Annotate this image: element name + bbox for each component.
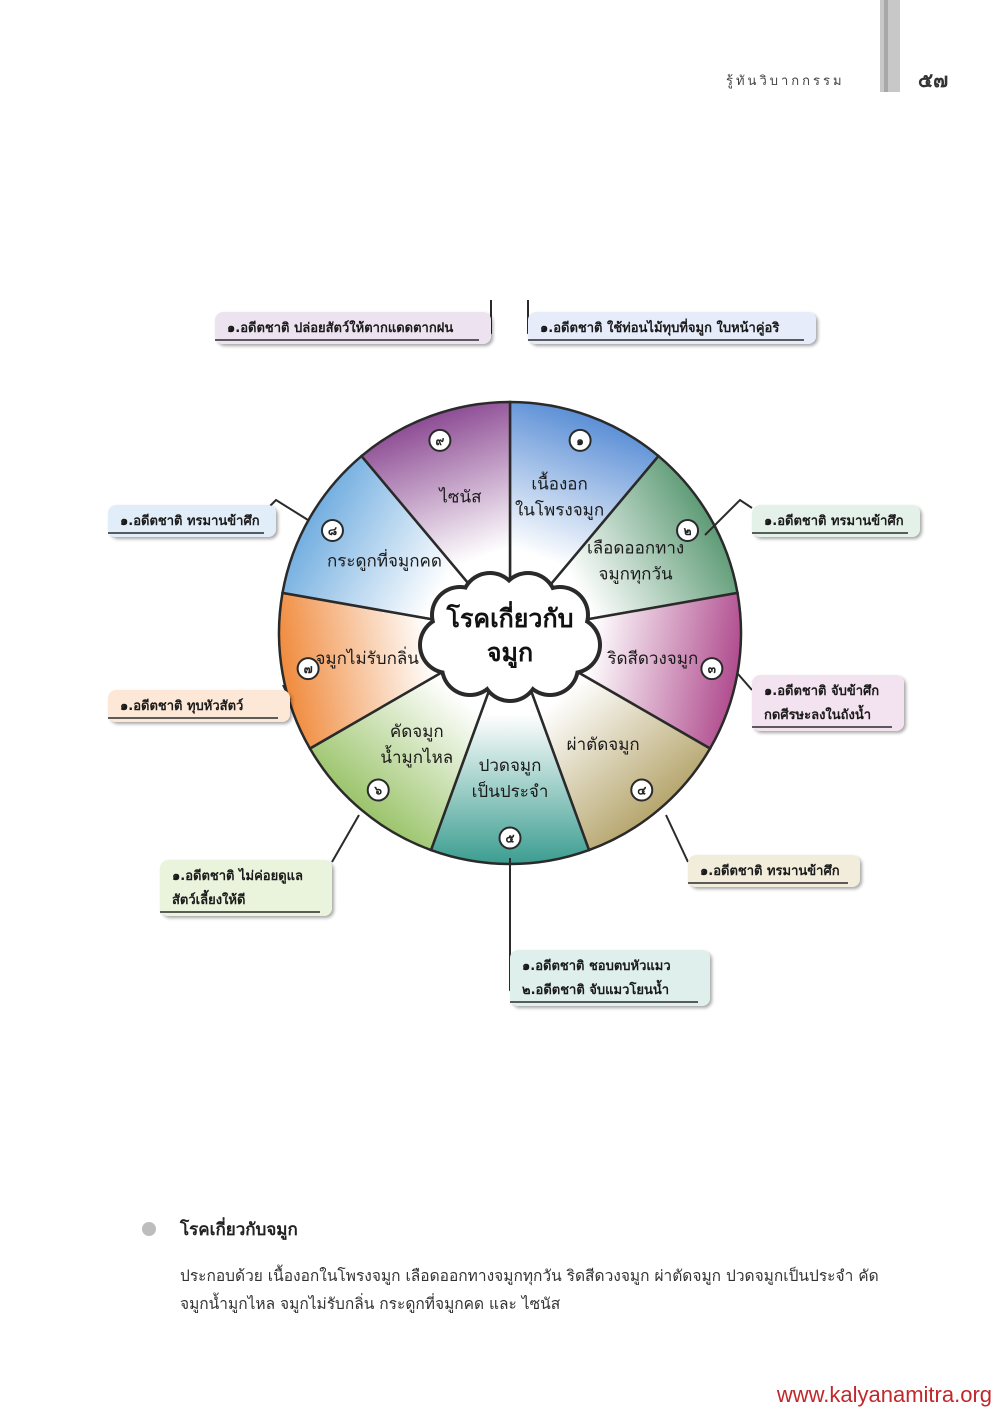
- karma-connector-line: [704, 498, 753, 536]
- bullet-icon: [142, 1222, 156, 1236]
- svg-text:๖: ๖: [373, 784, 382, 798]
- segment-label: กระดูกที่จมูกคด: [327, 549, 442, 572]
- karma-label-2: ๑.อดีตชาติ ทรมานข้าศึก: [752, 505, 920, 537]
- segment-number-badge: ๘: [320, 519, 344, 542]
- svg-text:๔: ๔: [637, 784, 646, 798]
- wheel-segment-1: ๑เนื้องอกในโพรงจมูก: [508, 400, 661, 637]
- karma-label-text: ๑.อดีตชาติ ปล่อยสัตว์ให้ตากแดดตากฝน: [227, 319, 453, 336]
- center-cloud: [418, 571, 602, 703]
- section-title: โรคเกี่ยวกับจมูก: [180, 1220, 298, 1240]
- svg-text:๒: ๒: [684, 524, 692, 538]
- segment-number-badge: ๕: [498, 826, 522, 850]
- karma-label-7: ๑.อดีตชาติ ทุบหัวสัตว์: [108, 690, 290, 722]
- segment-number-badge: ๒: [676, 519, 700, 542]
- section-body: ประกอบด้วย เนื้องอกในโพรงจมูก เลือดออกทา…: [180, 1267, 879, 1313]
- segment-label: จมูกทุกวัน: [599, 565, 674, 585]
- svg-text:๙: ๙: [435, 434, 444, 448]
- karma-label-text: ๑.อดีตชาติ ชอบตบหัวแมว: [522, 958, 671, 974]
- karma-label-6: ๑.อดีตชาติ ไม่ค่อยดูแลสัตว์เลี้ยงให้ดี: [160, 860, 332, 916]
- karma-label-text: ๑.อดีตชาติ ใช้ท่อนไม้ทุบที่จมูก ใบหน้าคู…: [540, 318, 779, 336]
- karma-connector-line: [665, 814, 689, 863]
- svg-text:๑: ๑: [576, 434, 584, 448]
- segment-label: เลือดออกทาง: [587, 539, 684, 559]
- segment-number-badge: ๖: [366, 778, 390, 802]
- page-number: ๕๗: [918, 68, 949, 92]
- svg-text:๕: ๕: [505, 832, 514, 846]
- karma-label-text: ๑.อดีตชาติ ไม่ค่อยดูแล: [172, 867, 303, 884]
- svg-text:๘: ๘: [328, 524, 337, 538]
- karma-label-4: ๑.อดีตชาติ ทรมานข้าศึก: [688, 855, 860, 887]
- footer-url[interactable]: www.kalyanamitra.org: [776, 1382, 992, 1407]
- segment-number-badge: ๓: [700, 657, 724, 681]
- wheel-segment-5: ๕ ปวดจมูกเป็นประจำ: [429, 629, 591, 866]
- karma-label-text: ๒.อดีตชาติ จับแมวโยนน้ำ: [522, 979, 669, 998]
- segment-label: เนื้องอก: [531, 472, 587, 495]
- karma-label-text: ๑.อดีตชาติ ทรมานข้าศึก: [700, 863, 840, 879]
- karma-label-8: ๑.อดีตชาติ ทรมานข้าศึก: [108, 505, 276, 537]
- running-title: รู้ทันวิบากกรรม: [726, 74, 845, 89]
- karma-label-text: ๑.อดีตชาติ จับข้าศึก: [764, 683, 879, 699]
- karma-label-text: ๑.อดีตชาติ ทรมานข้าศึก: [764, 513, 904, 529]
- segment-label: เป็นประจำ: [472, 780, 549, 802]
- segment-label: น้ำมูกไหล: [380, 745, 453, 768]
- karma-connector-line: [267, 498, 309, 521]
- segment-label: ริดสีดวงจมูก: [606, 649, 698, 669]
- nose-disease-wheel-diagram: ๑เนื้องอกในโพรงจมูก๒เลือดออกทางจมูกทุกวั…: [108, 300, 920, 1006]
- segment-number-badge: ๙: [428, 428, 452, 452]
- segment-label: ไซนัส: [437, 487, 482, 508]
- header-tab-stripe: [884, 0, 888, 92]
- svg-text:๗: ๗: [304, 662, 313, 676]
- segment-label: คัดจมูก: [390, 722, 444, 742]
- center-title: จมูก: [487, 638, 533, 669]
- center-title: โรคเกี่ยวกับ: [446, 601, 574, 633]
- segment-number-badge: ๔: [630, 778, 654, 802]
- segment-label: ปวดจมูก: [479, 756, 542, 776]
- segment-label: ในโพรงจมูก: [515, 500, 604, 521]
- segment-number-badge: ๑: [568, 428, 592, 452]
- karma-label-9: ๑.อดีตชาติ ปล่อยสัตว์ให้ตากแดดตากฝน: [215, 312, 491, 344]
- karma-label-text: ๑.อดีตชาติ ทุบหัวสัตว์: [120, 698, 243, 714]
- karma-connector-line: [737, 673, 753, 691]
- karma-label-1: ๑.อดีตชาติ ใช้ท่อนไม้ทุบที่จมูก ใบหน้าคู…: [528, 312, 816, 344]
- segment-number-badge: ๗: [296, 657, 320, 681]
- karma-label-text: สัตว์เลี้ยงให้ดี: [172, 889, 245, 908]
- segment-label: จมูกไม่รับกลิ่น: [315, 646, 419, 669]
- karma-label-text: ๑.อดีตชาติ ทรมานข้าศึก: [120, 513, 260, 529]
- karma-connector-line: [331, 814, 360, 863]
- svg-text:๓: ๓: [708, 662, 716, 676]
- karma-label-text: กดศีรษะลงในถังน้ำ: [764, 704, 871, 723]
- segment-label: ผ่าตัดจมูก: [567, 735, 640, 755]
